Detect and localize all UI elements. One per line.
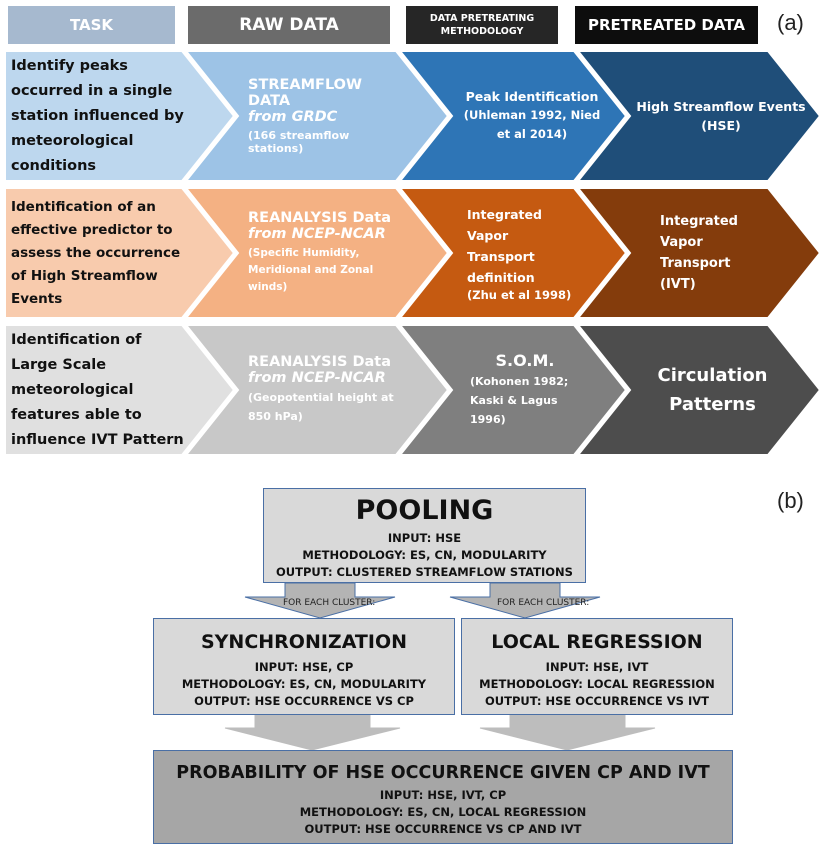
row2-raw-shape xyxy=(183,187,450,319)
pooling-input: INPUT: HSE xyxy=(387,531,462,545)
for-each-cluster-right: FOR EACH CLUSTER: xyxy=(497,598,590,608)
probability-output: OUTPUT: HSE OCCURRENCE VS CP AND IVT xyxy=(304,822,582,836)
row1-task-shape xyxy=(4,50,236,182)
row3-task: Identification of Large Scale meteorolog… xyxy=(11,331,184,448)
row1-pretreated-note: (HSE) xyxy=(701,118,741,133)
row2-task-shape xyxy=(4,187,236,319)
header-raw-data: RAW DATA xyxy=(188,6,390,44)
row1-raw-note: (166 streamflow stations) xyxy=(248,129,350,155)
probability-box: PROBABILITY OF HSE OCCURRENCE GIVEN CP A… xyxy=(153,750,733,844)
header-pretreated: PRETREATED DATA xyxy=(575,6,758,44)
row3-method-note: (Kohonen 1982; Kaski & Lagus 1996) xyxy=(470,375,569,426)
row2-method-shape xyxy=(397,187,628,319)
row1-pretreated: High Streamflow Events (HSE) xyxy=(636,55,806,177)
flow-arrows xyxy=(224,582,656,751)
local-regression-title: LOCAL REGRESSION xyxy=(491,631,703,653)
probability-title: PROBABILITY OF HSE OCCURRENCE GIVEN CP A… xyxy=(176,763,710,783)
row3-method-shape xyxy=(397,324,628,456)
row1-task: Identify peaks occurred in a single stat… xyxy=(11,57,184,174)
row2-pretreated-title: Integrated Vapor Transport (IVT) xyxy=(660,214,738,292)
pooling-title: POOLING xyxy=(355,495,494,526)
panel-b-label: (b) xyxy=(777,488,804,513)
synchronization-methodology: METHODOLOGY: ES, CN, MODULARITY xyxy=(181,677,427,691)
synchronization-box: SYNCHRONIZATION INPUT: HSE, CP METHODOLO… xyxy=(153,618,455,715)
row1-raw-shape xyxy=(183,50,450,182)
arrow-local-to-prob xyxy=(479,714,656,751)
local-regression-methodology: METHODOLOGY: LOCAL REGRESSION xyxy=(479,677,715,691)
row3-raw-note: (Geopotential height at 850 hPa) xyxy=(248,391,394,423)
row1-raw-source: from GRDC xyxy=(248,109,338,125)
row3-pretreated-shape xyxy=(575,324,822,456)
row1-raw: STREAMFLOW DATA from GRDC (166 streamflo… xyxy=(248,55,408,177)
header-methodology-label: DATA PRETREATING METHODOLOGY xyxy=(429,13,535,37)
row1-raw-title: STREAMFLOW DATA xyxy=(248,77,363,109)
row3-method: S.O.M. (Kohonen 1982; Kaski & Lagus 1996… xyxy=(470,329,580,451)
pooling-box: POOLING INPUT: HSE METHODOLOGY: ES, CN, … xyxy=(263,488,586,583)
row3-raw-source: from NCEP-NCAR xyxy=(248,370,386,386)
local-regression-box: LOCAL REGRESSION INPUT: HSE, IVT METHODO… xyxy=(461,618,733,715)
header-methodology: DATA PRETREATING METHODOLOGY xyxy=(406,6,558,44)
row1-method-note: (Uhleman 1992, Nied et al 2014) xyxy=(463,107,601,141)
row2-raw-title: REANALYSIS Data xyxy=(248,210,391,226)
row1-method-title: Peak Identification xyxy=(465,88,599,104)
probability-methodology: METHODOLOGY: ES, CN, LOCAL REGRESSION xyxy=(299,805,587,819)
row1-method-shape xyxy=(397,50,628,182)
row3-pretreated: Circulation Patterns xyxy=(645,329,780,451)
pooling-methodology: METHODOLOGY: ES, CN, MODULARITY xyxy=(302,548,547,562)
synchronization-title: SYNCHRONIZATION xyxy=(200,631,408,653)
pooling-output: OUTPUT: CLUSTERED STREAMFLOW STATIONS xyxy=(276,565,573,579)
row2-raw-source: from NCEP-NCAR xyxy=(248,226,386,242)
row2-task: Identification of an effective predictor… xyxy=(11,198,181,307)
row2-raw-note: (Specific Humidity, Meridional and Zonal… xyxy=(248,247,374,293)
row2-method-note: (Zhu et al 1998) xyxy=(467,288,572,302)
row3-raw-shape xyxy=(183,324,450,456)
for-each-cluster-left: FOR EACH CLUSTER: xyxy=(283,598,376,608)
row2-method: Integrated Vapor Transport definition (Z… xyxy=(467,192,577,314)
arrow-pooling-to-local xyxy=(449,582,601,619)
row2-method-title: Integrated Vapor Transport definition xyxy=(467,207,542,285)
row3-task-shape xyxy=(4,324,236,456)
synchronization-input: INPUT: HSE, CP xyxy=(254,660,354,674)
header-task-label: TASK xyxy=(69,16,114,34)
chevron-grid xyxy=(4,50,822,456)
arrow-pooling-to-sync xyxy=(244,582,396,619)
row2-pretreated-shape xyxy=(575,187,822,319)
local-regression-output: OUTPUT: HSE OCCURRENCE VS IVT xyxy=(484,694,709,708)
header-task: TASK xyxy=(8,6,175,44)
synchronization-output: OUTPUT: HSE OCCURRENCE VS CP xyxy=(194,694,414,708)
row3-raw-title: REANALYSIS Data xyxy=(248,354,391,370)
local-regression-input: INPUT: HSE, IVT xyxy=(545,660,649,674)
header-pretreated-label: PRETREATED DATA xyxy=(588,16,745,34)
row1-pretreated-title: High Streamflow Events xyxy=(636,99,806,114)
row2-pretreated: Integrated Vapor Transport (IVT) xyxy=(660,192,770,314)
probability-input: INPUT: HSE, IVT, CP xyxy=(379,788,507,802)
row2-raw: REANALYSIS Data from NCEP-NCAR (Specific… xyxy=(248,192,408,314)
row1-method: Peak Identification (Uhleman 1992, Nied … xyxy=(458,55,606,177)
arrow-sync-to-prob xyxy=(224,714,401,751)
header-raw-data-label: RAW DATA xyxy=(239,15,339,35)
row3-raw: REANALYSIS Data from NCEP-NCAR (Geopoten… xyxy=(248,329,408,451)
panel-a-label: (a) xyxy=(777,10,804,35)
row1-pretreated-shape xyxy=(575,50,822,182)
row3-pretreated-title: Circulation Patterns xyxy=(657,365,768,415)
row3-method-title: S.O.M. xyxy=(495,351,555,370)
